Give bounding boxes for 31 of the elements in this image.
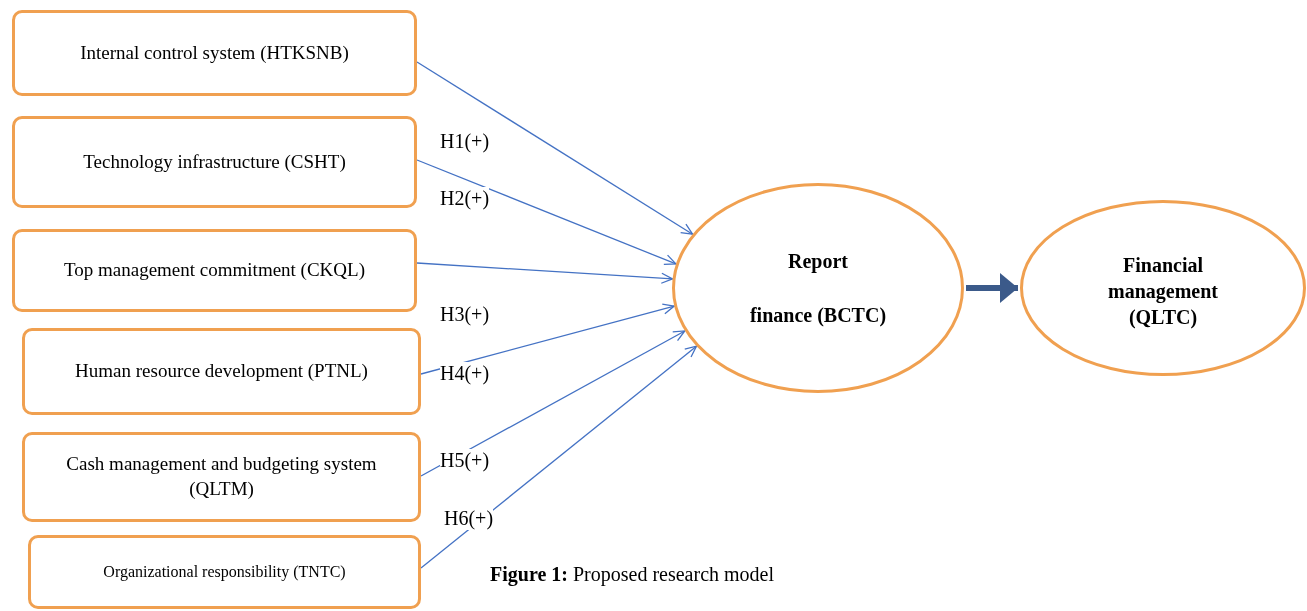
node-text: Internal control system (HTKSNB): [80, 40, 349, 65]
figure-caption: Figure 1: Proposed research model: [490, 563, 774, 586]
hypothesis-label: H4(+): [440, 362, 490, 385]
node-text: Cash management and budgeting system (QLTM): [65, 452, 378, 501]
hypothesis-label: H2(+): [440, 187, 490, 210]
factor-box: [12, 116, 417, 208]
hypothesis-label: H6(+): [444, 507, 494, 530]
arrow: [420, 345, 698, 569]
node-text: Organizational responsibility (TNTC): [103, 561, 346, 583]
factor-box: [22, 432, 421, 522]
arrow: [420, 330, 686, 477]
node-text: Technology infrastructure (CSHT): [83, 149, 346, 174]
ellipse-node: [1020, 200, 1306, 376]
factor-box: [22, 328, 421, 415]
node-text: Human resource development (PTNL): [75, 359, 368, 384]
arrow: [416, 159, 677, 266]
arrow: [416, 262, 674, 284]
node-text: Top management commitment (CKQL): [64, 258, 365, 283]
arrow: [966, 273, 1018, 303]
arrow: [416, 61, 694, 235]
hypothesis-label: H5(+): [440, 449, 490, 472]
arrow: [420, 303, 675, 375]
factor-box: [12, 229, 417, 312]
hypothesis-label: H1(+): [440, 130, 490, 153]
factor-box: [28, 535, 421, 609]
node-text: Financial management (QLTC): [1107, 253, 1219, 330]
factor-box: [12, 10, 417, 96]
node-text: Report: [788, 249, 848, 274]
node-text: finance (BCTC): [749, 303, 887, 328]
hypothesis-label: H3(+): [440, 303, 490, 326]
ellipse-node: [672, 183, 964, 393]
